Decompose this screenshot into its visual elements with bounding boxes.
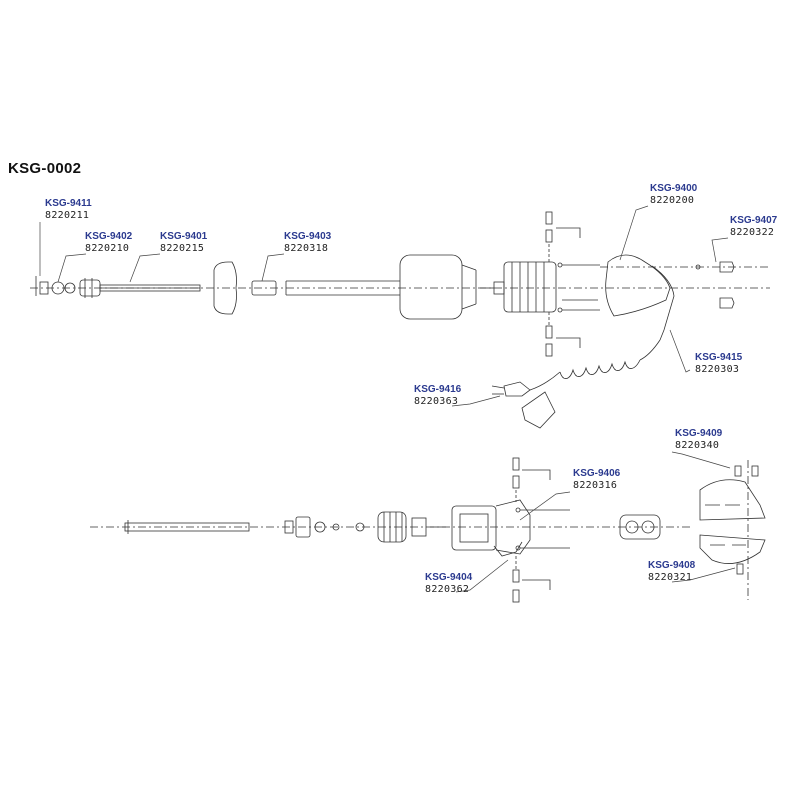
part-number: 8220316: [573, 480, 618, 491]
part-code: KSG-9408: [648, 560, 696, 571]
callout-ksg-9415: KSG-9415 8220303: [695, 352, 742, 376]
part-code: KSG-9401: [160, 231, 208, 242]
callout-ksg-9416: KSG-9416 8220363: [414, 384, 461, 408]
callout-ksg-9404: KSG-9404 8220362: [425, 572, 472, 596]
part-code: KSG-9415: [695, 352, 743, 363]
part-code: KSG-9402: [85, 231, 133, 242]
part-number: 8220363: [414, 396, 459, 407]
part-number: 8220318: [284, 243, 329, 254]
handle-strap-part: [651, 265, 675, 341]
callout-ksg-9403: KSG-9403 8220318: [284, 231, 331, 255]
diagram-title: KSG-0002: [8, 160, 82, 177]
motor-unit-upper: [480, 261, 557, 313]
shaft-housing-part: [285, 254, 477, 320]
part-number: 8220340: [675, 440, 720, 451]
end-cap-part: [35, 276, 76, 296]
part-number: 8220200: [650, 195, 695, 206]
part-number: 8220211: [45, 210, 90, 221]
callout-leaders: [39, 205, 736, 593]
part-code: KSG-9416: [414, 384, 462, 395]
handle-cover-part: [605, 254, 671, 317]
part-code: KSG-9406: [573, 468, 621, 479]
pins-right: [695, 261, 735, 309]
part-number: 8220322: [730, 227, 775, 238]
callout-ksg-9411: KSG-9411 8220211: [45, 198, 92, 222]
callout-ksg-9408: KSG-9408 8220321: [648, 560, 695, 584]
bearing-rings-lower: [284, 516, 365, 538]
part-number: 8220303: [695, 364, 740, 375]
part-code: KSG-9407: [730, 215, 778, 226]
part-number: 8220362: [425, 584, 470, 595]
part-code: KSG-9400: [650, 183, 698, 194]
switch-button-part: [619, 514, 661, 540]
callout-ksg-9401: KSG-9401 8220215: [160, 231, 207, 255]
bell-guard-part: [213, 261, 237, 315]
lower-shaft-part: [124, 520, 250, 534]
handle-halves-part: [699, 479, 766, 564]
motor-unit-lower: [451, 499, 531, 557]
part-code: KSG-9409: [675, 428, 723, 439]
studs-upper: [545, 211, 581, 357]
part-code: KSG-9404: [425, 572, 473, 583]
callout-ksg-9409: KSG-9409 8220340: [675, 428, 722, 452]
studs-lower: [512, 457, 551, 603]
part-code: KSG-9403: [284, 231, 332, 242]
screws-lower: [515, 507, 570, 551]
armature-part: [377, 511, 446, 543]
small-screws-right: [734, 465, 759, 575]
part-number: 8220321: [648, 572, 693, 583]
callout-ksg-9407: KSG-9407 8220322: [730, 215, 777, 239]
screws-upper: [557, 262, 600, 313]
power-cord-part: [491, 339, 661, 429]
callout-ksg-9400: KSG-9400 8220200: [650, 183, 697, 207]
part-number: 8220210: [85, 243, 130, 254]
callout-ksg-9406: KSG-9406 8220316: [573, 468, 620, 492]
callout-ksg-9402: KSG-9402 8220210: [85, 231, 132, 255]
blade-assembly-part: [79, 278, 201, 298]
sleeve-part: [251, 280, 277, 296]
part-number: 8220215: [160, 243, 205, 254]
part-code: KSG-9411: [45, 198, 92, 209]
